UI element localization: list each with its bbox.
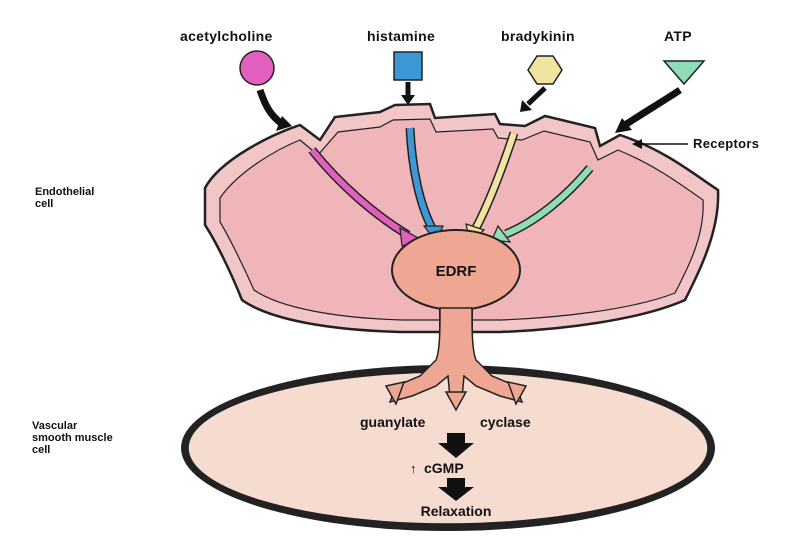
down-arrow-1-icon	[438, 433, 474, 458]
edrf-node: EDRF	[391, 229, 521, 311]
ligand-bradykinin	[527, 55, 563, 85]
ligand-binding-arrows	[256, 82, 682, 133]
guanylate-label: guanylate	[360, 414, 426, 430]
left-flow-arrowhead-icon	[384, 380, 406, 406]
relaxation-label: Relaxation	[421, 503, 492, 519]
bradykinin-label: bradykinin	[501, 28, 575, 44]
cyclase-label: cyclase	[480, 414, 531, 430]
bradykinin-binding-arrow	[526, 86, 547, 106]
endothelial-cell	[203, 102, 720, 334]
bradykinin-arrowhead-icon	[520, 100, 532, 112]
histamine-square-icon	[393, 51, 423, 81]
edrf-diffusion-arrows	[384, 307, 528, 412]
receptors-label: Receptors	[693, 136, 760, 151]
center-flow-arrowhead-icon	[444, 391, 468, 412]
acetylcholine-signal-arrow	[309, 148, 410, 238]
cgmp-label: cGMP	[424, 460, 464, 476]
histamine-label: histamine	[367, 28, 436, 44]
ligand-histamine	[393, 51, 423, 81]
endothelial-cell-label: Endothelial cell	[35, 186, 95, 210]
acetylcholine-circle-icon	[239, 50, 275, 86]
right-flow-arrowhead-icon	[506, 380, 528, 406]
increase-arrow-icon: ↑	[410, 461, 417, 476]
acetylcholine-binding-arrow	[256, 88, 285, 127]
down-arrow-2-icon	[438, 478, 474, 501]
histamine-arrowhead-icon	[401, 95, 415, 105]
smooth-muscle-cell-label: Vascular smooth muscle cell	[32, 420, 113, 456]
receptor-pointer-arrowhead-icon	[632, 139, 642, 149]
atp-label: ATP	[664, 28, 692, 44]
bradykinin-signal-arrow	[473, 132, 517, 230]
histamine-signal-arrow	[407, 127, 435, 230]
ligand-atp	[662, 60, 706, 86]
edrf-label: EDRF	[436, 263, 477, 280]
atp-binding-arrow	[623, 87, 682, 128]
ligand-acetylcholine	[239, 50, 275, 86]
atp-arrowhead-icon	[615, 118, 632, 133]
receptors-pointer	[632, 139, 688, 149]
atp-triangle-icon	[662, 60, 706, 86]
atp-signal-arrow	[504, 166, 593, 237]
acetylcholine-label: acetylcholine	[180, 28, 273, 44]
acetylcholine-arrowhead-icon	[276, 116, 292, 131]
signal-arrows	[308, 127, 594, 247]
cascade: guanylate cyclase ↑ cGMP Relaxation	[360, 414, 531, 519]
bradykinin-hexagon-icon	[527, 55, 563, 85]
